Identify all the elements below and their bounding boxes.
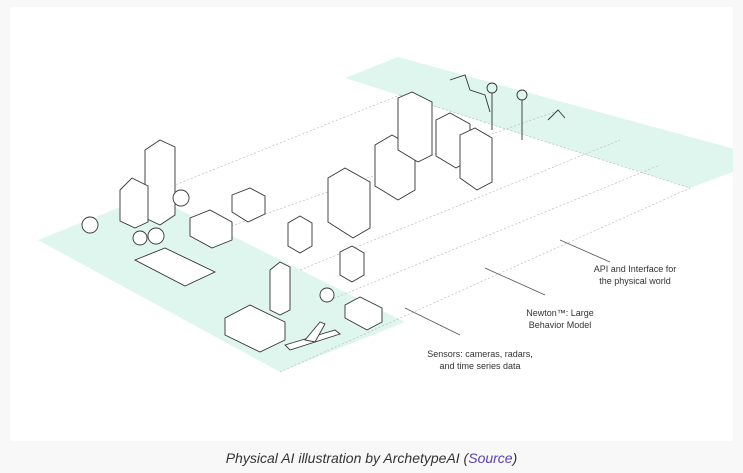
api-label-line-2: the physical world <box>599 276 671 286</box>
sensors-label-line-2: and time series data <box>439 361 521 371</box>
caption-suffix: ) <box>512 450 518 466</box>
leader-lines <box>404 239 611 336</box>
caption-text: Physical AI illustration by ArchetypeAI … <box>225 450 469 466</box>
newton-label: Newton™: Large Behavior Model <box>510 307 610 331</box>
interface-ground <box>345 57 733 188</box>
figure: API and Interface for the physical world… <box>10 7 733 441</box>
city-ground <box>38 195 405 372</box>
people-and-robot <box>449 74 566 140</box>
airplane <box>284 321 341 351</box>
figure-caption: Physical AI illustration by ArchetypeAI … <box>0 450 743 466</box>
physical-ai-illustration <box>38 57 733 373</box>
sensors-label-line-1: Sensors: cameras, radars, <box>427 349 533 359</box>
trees <box>81 189 335 303</box>
model-blocks <box>231 91 493 283</box>
newton-label-line-1: Newton™: Large <box>526 308 594 318</box>
api-label-line-1: API and Interface for <box>593 264 677 274</box>
buildings <box>119 139 383 353</box>
api-label: API and Interface for the physical world <box>575 263 695 287</box>
sensors-label: Sensors: cameras, radars, and time serie… <box>415 348 545 372</box>
source-link[interactable]: Source <box>468 450 513 466</box>
newton-label-line-2: Behavior Model <box>528 320 592 330</box>
